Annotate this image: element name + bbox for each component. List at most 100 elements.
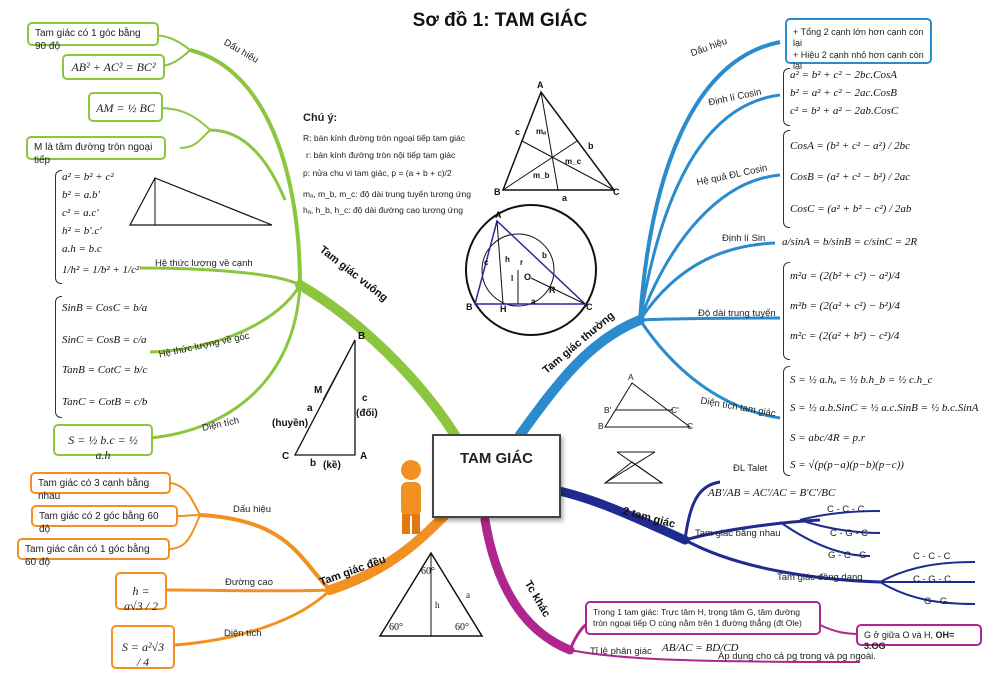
khac-g-giua: G ở giữa O và H, <box>864 630 933 640</box>
branch-hai-trunk <box>550 485 690 545</box>
branch-hai-dd3 <box>879 581 976 605</box>
vuong-canh-formula: b² = a.b' <box>62 189 100 201</box>
talet-C1: C' <box>671 405 679 415</box>
branch-hai-dd <box>684 538 881 584</box>
thuong-trung-tuyen-label: Độ dài trung tuyến <box>698 308 776 319</box>
thuong-cosin-formula: c² = b² + a² − 2ab.CosC <box>790 105 899 117</box>
thuong-trung-tuyen-formula: m²a = (2(b² + c²) − a²)/4 <box>790 270 900 282</box>
khac-truc-tam: Trong 1 tam giác: Trực tâm H, trọng tâm … <box>585 601 821 635</box>
talet-B: B <box>598 421 604 431</box>
thuong-dau-hieu-line: + Hiệu 2 cạnh nhỏ hơn cạnh còn lại <box>793 49 924 71</box>
vuong-dau-hieu-1: Tam giác có 1 góc bằng 90 độ <box>27 22 159 52</box>
thuong-cosin-brace <box>783 68 790 126</box>
vuong-canh-formula: a² = b² + c² <box>62 171 114 183</box>
fig3-label-ke: (kề) <box>323 460 341 471</box>
hai-dong-dang-case: C - G - C <box>913 574 951 585</box>
branch-hai-dd1 <box>879 561 976 583</box>
fig1-label-A: A <box>537 80 544 90</box>
branch-khac-trunk <box>480 515 575 655</box>
vuong-canh-formula: a.h = b.c <box>62 243 102 255</box>
chu-y-line: R: bán kính đường tròn ngoại tiếp tam gi… <box>303 133 465 143</box>
deu-dau-hieu-2: Tam giác có 2 góc bằng 60 độ <box>31 505 178 535</box>
branch-thuong-dt <box>638 319 781 420</box>
branch-vuong-goc <box>149 284 302 354</box>
fig1-label-B: B <box>494 187 501 197</box>
branch-hai-bn3 <box>779 521 871 557</box>
branch-deu-dh2 <box>177 514 201 517</box>
fig1-label-a: a <box>562 193 568 203</box>
eq-angle-left: 60° <box>389 622 403 633</box>
vuong-canh-brace <box>55 170 62 284</box>
vuong-goc-formula: TanC = CotB = c/b <box>62 396 148 408</box>
branch-thuong-dh <box>638 40 781 321</box>
branch-hai-bn2 <box>799 519 881 534</box>
deu-duong-cao-label: Đường cao <box>225 577 273 588</box>
thuong-cosin-formula: b² = a² + c² − 2ac.CosB <box>790 87 898 99</box>
thuong-dien-tich-formula: S = √(p(p−a)(p−b)(p−c)) <box>790 459 904 471</box>
eq-label-a: a <box>466 590 470 600</box>
thuong-dien-tich-formula: S = abc/4R = p.r <box>790 432 866 444</box>
deu-dien-tich: S = a²√3 / 4 <box>111 625 175 669</box>
chu-y-line: mₐ, m_b, m_c: độ dài trung tuyến tương ứ… <box>303 189 472 199</box>
fig2-label-O: O <box>524 272 532 282</box>
fig1-label-ma: mₐ <box>536 127 547 136</box>
deu-dien-tich-label: Diện tích <box>224 628 262 639</box>
talet-C: C <box>687 421 694 431</box>
hai-dong-dang-case: G - G <box>924 596 948 607</box>
branch-deu-dt <box>174 588 332 647</box>
vuong-canh-formula: h² = b'.c' <box>62 225 102 237</box>
thuong-dau-hieu-box: + Tổng 2 cạnh lớn hơn cạnh còn lại + Hiệ… <box>785 18 932 71</box>
hai-talet-formula: AB'/AB = AC'/AC = B'C'/BC <box>708 487 836 499</box>
vuong-tam-duong-tron: M là tâm đường tròn ngoại tiếp <box>26 136 166 166</box>
branch-deu-dh3 <box>169 514 201 550</box>
vuong-he-thuc-canh-label: Hệ thức lượng về cạnh <box>155 258 253 269</box>
thuong-trung-tuyen-brace <box>783 262 790 360</box>
branch-deu-trunk <box>325 510 450 595</box>
thuong-trung-tuyen-formula: m²b = (2(a² + c²) − b²)/4 <box>790 300 900 312</box>
fig1-label-b: b <box>588 141 594 151</box>
fig1-label-mb: m_b <box>533 171 550 180</box>
center-title: TAM GIÁC <box>459 450 534 467</box>
hai-talet-label: ĐL Talet <box>733 463 768 474</box>
hai-bang-nhau-case: G - C - G <box>828 550 867 561</box>
thuong-dien-tich-brace <box>783 366 790 476</box>
khac-g-giua-box: G ở giữa O và H, OH= 3.OG <box>856 624 982 651</box>
fig2-label-b: b <box>542 251 547 260</box>
thuong-trung-tuyen-formula: m²c = (2(a² + b²) − c²)/4 <box>790 330 900 342</box>
branch-thuong-cos <box>638 93 781 321</box>
vuong-dau-hieu-2: AB² + AC² = BC² <box>62 54 165 80</box>
fig2-label-H: H <box>500 304 507 314</box>
fig2-label-A: A <box>495 210 502 220</box>
fig3-label-c: c <box>362 393 368 404</box>
vuong-canh-formula: 1/h² = 1/b² + 1/c² <box>62 264 140 276</box>
chu-y-line: p: nửa chu vi tam giác, p = (a + b + c)/… <box>303 168 452 178</box>
branch-vuong-dt <box>149 284 302 440</box>
branch-vuong-canh <box>139 266 301 287</box>
branch-vuong-am2 <box>179 129 211 149</box>
hai-dong-dang-case: C - C - C <box>913 551 951 562</box>
branch-thuong-hq <box>638 173 781 321</box>
fig2-label-c: c <box>484 258 489 267</box>
fig1-label-c: c <box>515 127 521 137</box>
deu-dau-hieu-label: Dấu hiệu <box>233 504 272 515</box>
deu-duong-cao: h = a√3 / 2 <box>115 572 167 613</box>
thuong-dau-hieu-line: + Tổng 2 cạnh lớn hơn cạnh còn lại <box>793 27 924 49</box>
fig3-label-B: B <box>358 331 366 342</box>
fig2-label-B: B <box>466 302 473 312</box>
chu-y-title: Chú ý: <box>303 112 338 124</box>
thuong-he-qua-formula: CosC = (a² + b² − c²) / 2ab <box>790 203 912 215</box>
thuong-dien-tich-formula: S = ½ a.b.SinC = ½ a.c.SinB = ½ b.c.SinA <box>790 402 979 414</box>
thuong-he-qua-brace <box>783 130 790 228</box>
talet-A: A <box>628 372 634 382</box>
branch-deu-dc <box>164 588 331 593</box>
fig3-label-C: C <box>282 451 290 462</box>
vuong-goc-formula: SinC = CosB = c/a <box>62 334 147 346</box>
fig2-label-C: C <box>586 302 593 312</box>
center-node[interactable]: TAM GIÁC <box>432 434 561 518</box>
branch-khac-2 <box>569 649 861 663</box>
